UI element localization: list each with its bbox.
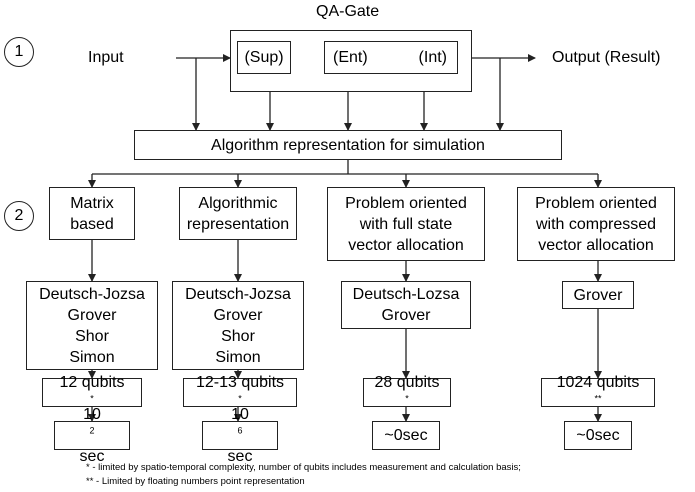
footnote-single-star: * - limited by spatio-temporal complexit…: [86, 462, 521, 473]
qubits-box-algorithmic: 12-13 qubits*: [183, 374, 297, 407]
qubits-box-compressed: 1024 qubits**: [541, 374, 655, 407]
interference-label: (Int): [418, 49, 447, 66]
qubits-box-full-state: 28 qubits*: [363, 374, 451, 407]
algorithm-representation-box: Algorithm representation for simulation: [134, 130, 562, 160]
superposition-box: (Sup): [237, 41, 291, 74]
entanglement-interference-box: (Ent) (Int): [324, 41, 458, 74]
step-2-marker: 2: [4, 201, 34, 231]
entanglement-label: (Ent): [333, 49, 368, 66]
qubits-box-matrix: 12 qubits*: [42, 374, 142, 407]
algorithms-box-compressed: Grover: [562, 281, 634, 309]
input-label: Input: [88, 49, 124, 66]
qa-gate-title: QA-Gate: [316, 3, 380, 20]
step-1-marker: 1: [4, 37, 34, 67]
time-box-full-state: ~0sec: [372, 421, 440, 450]
time-box-compressed: ~0sec: [564, 421, 632, 450]
footnote-double-star: ** - Limited by floating numbers point r…: [86, 476, 305, 487]
output-label: Output (Result): [552, 49, 661, 66]
